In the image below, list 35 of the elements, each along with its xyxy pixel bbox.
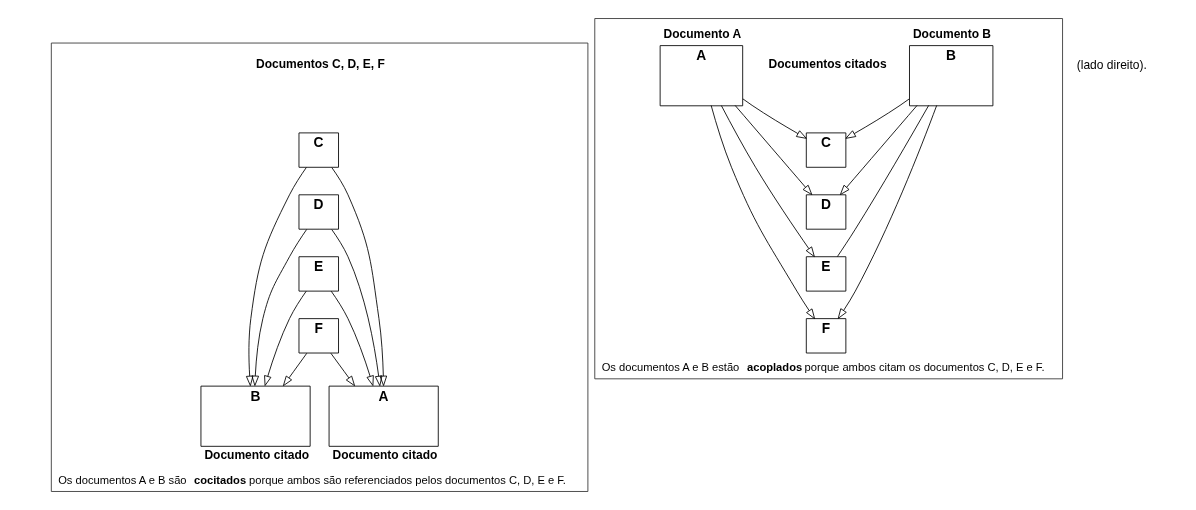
connector bbox=[837, 105, 930, 257]
arrow bbox=[331, 229, 383, 387]
arrow bbox=[837, 105, 938, 319]
node-box: F bbox=[298, 318, 339, 354]
arrow bbox=[845, 98, 910, 139]
arrow bbox=[734, 105, 813, 195]
arrow bbox=[245, 167, 307, 387]
node-box: C bbox=[805, 132, 847, 168]
arrow bbox=[331, 167, 388, 386]
node-box: D bbox=[805, 194, 847, 230]
node-box: E bbox=[805, 256, 847, 292]
arrow bbox=[742, 98, 807, 139]
node-box: C bbox=[298, 132, 339, 168]
node-box: B bbox=[909, 45, 994, 107]
node-label: Documento citado bbox=[204, 447, 310, 462]
arrow bbox=[720, 105, 815, 257]
node-label: Documento citado bbox=[332, 447, 438, 462]
arrow bbox=[710, 105, 815, 319]
arrow bbox=[330, 290, 374, 386]
node-box: F bbox=[805, 318, 847, 354]
arrow bbox=[251, 229, 308, 386]
arrow bbox=[330, 352, 355, 387]
node-box: B bbox=[200, 385, 311, 447]
node-box: D bbox=[298, 194, 339, 230]
node-box: A bbox=[659, 45, 744, 107]
node-label: Documento A bbox=[663, 27, 742, 42]
arrow bbox=[839, 105, 918, 195]
node-label: Documento B bbox=[912, 27, 992, 42]
arrow bbox=[264, 290, 307, 386]
arrow bbox=[283, 352, 308, 387]
label: Documentos C, D, E, F bbox=[255, 56, 385, 71]
label: (lado direito). bbox=[1076, 57, 1147, 72]
label: Documentos citados bbox=[768, 56, 887, 71]
node-box: E bbox=[298, 256, 339, 292]
node-box: A bbox=[328, 385, 439, 447]
